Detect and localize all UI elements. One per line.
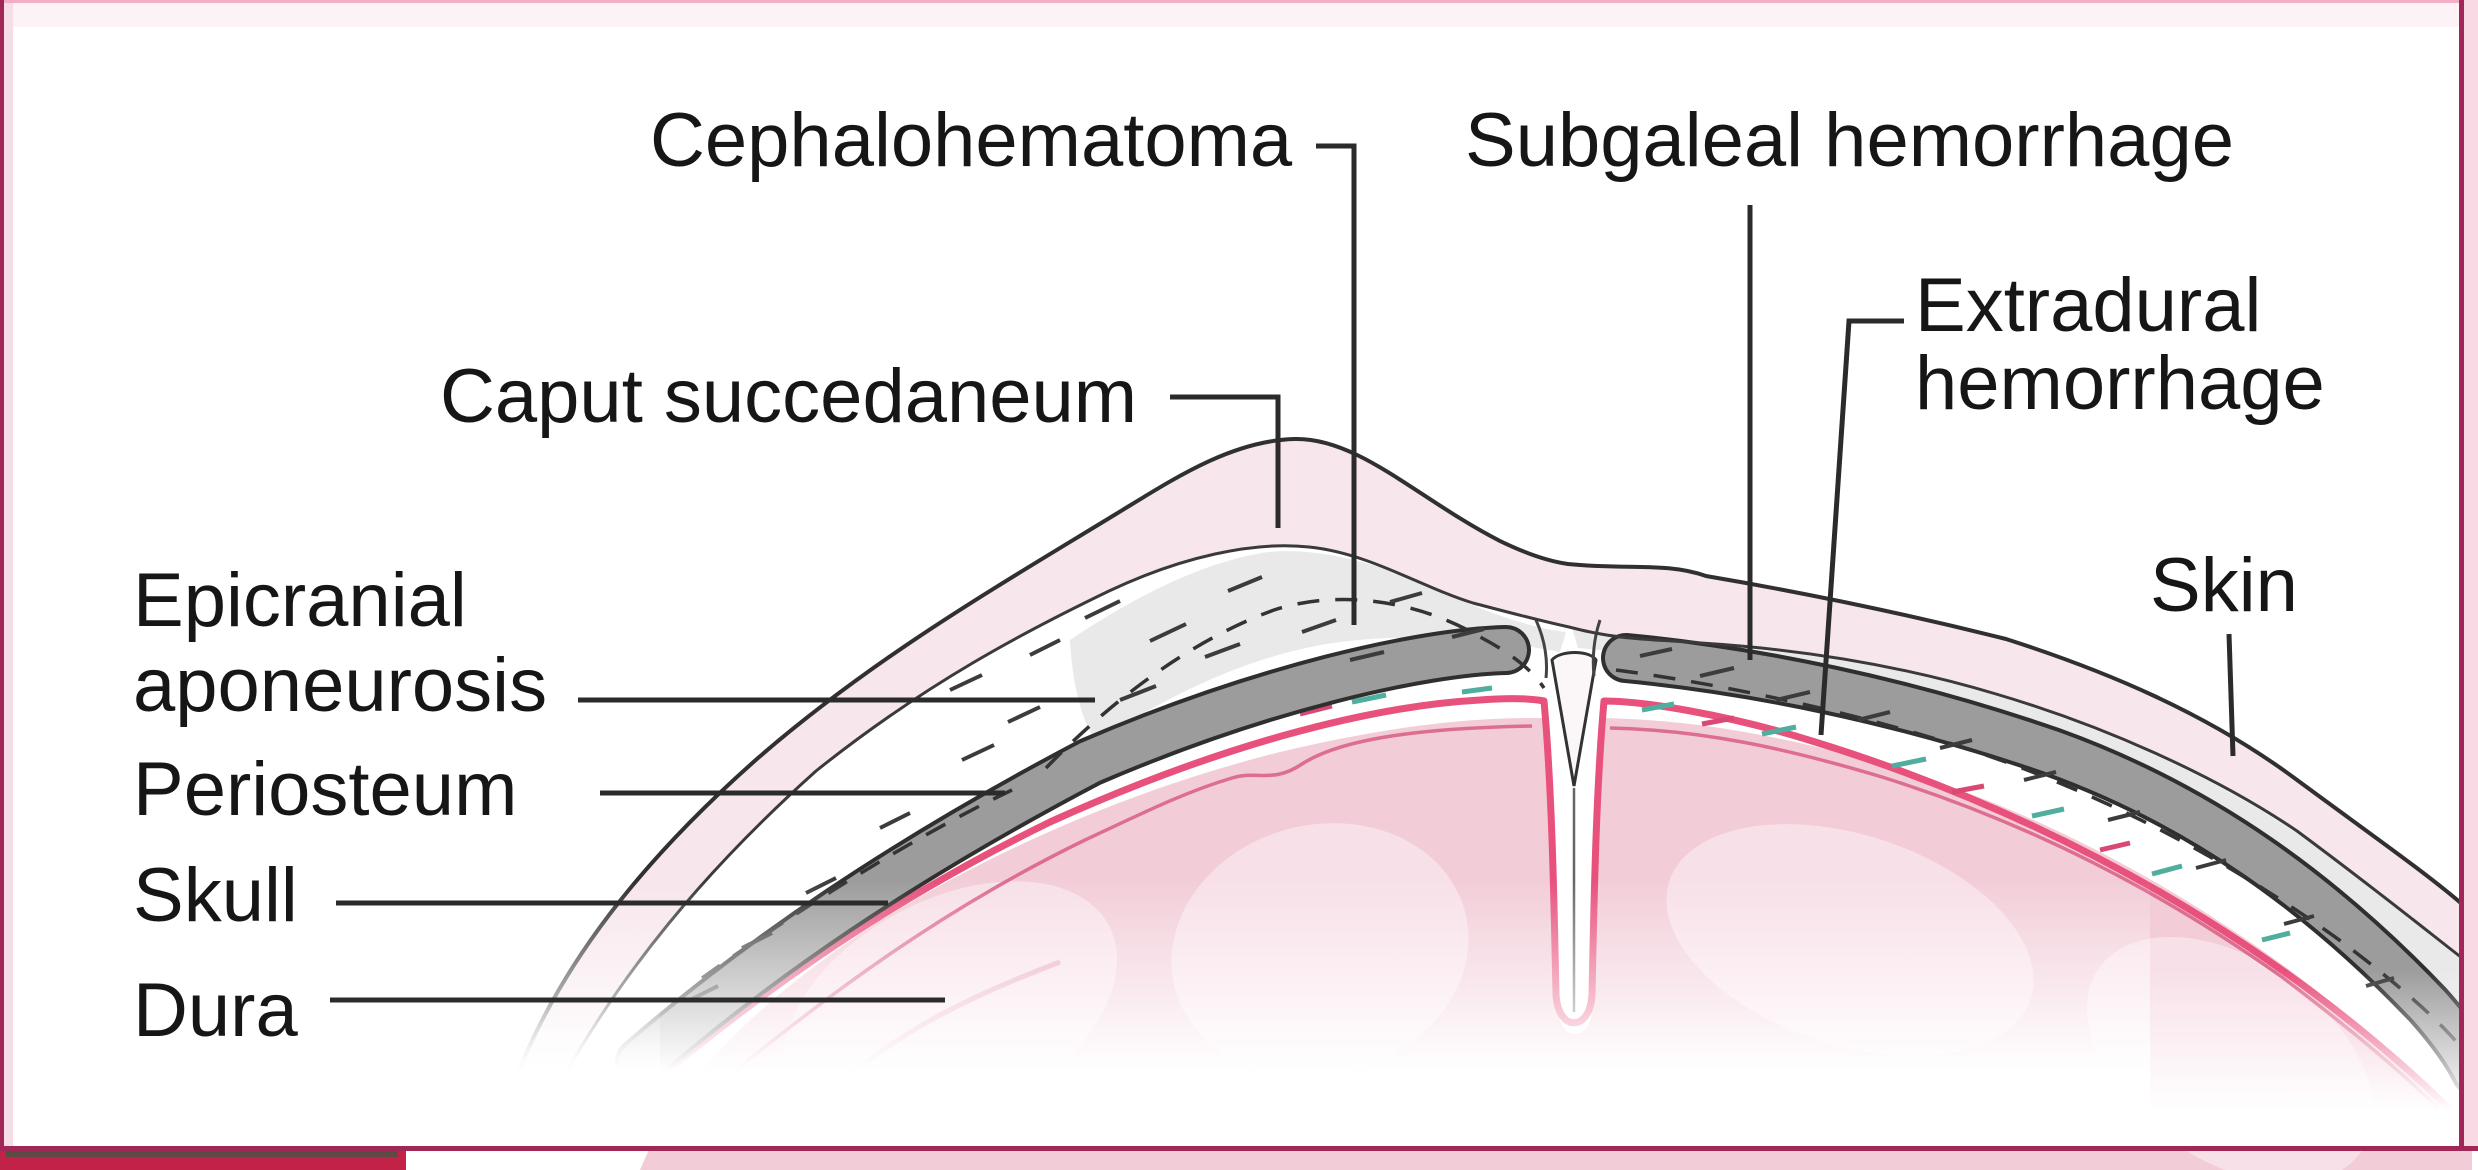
label-skull: Skull — [133, 853, 298, 938]
frame-right-tint — [2464, 0, 2478, 1148]
label-epicranial-aponeurosis: Epicranial aponeurosis — [133, 558, 548, 729]
sagittal-sinus — [1550, 651, 1598, 787]
accent-bar-edge — [6, 1151, 398, 1157]
frame-top-line — [0, 0, 2478, 3]
label-caput-succedaneum: Caput succedaneum — [440, 354, 1138, 439]
frame-left-tint — [4, 3, 13, 1146]
leader-cephalohematoma — [1316, 143, 1357, 625]
leader-extradural — [1818, 318, 1904, 736]
label-periosteum: Periosteum — [133, 747, 518, 832]
leader-skin — [2226, 633, 2236, 757]
skin-outline — [513, 436, 2464, 1081]
fade-bottom-right — [2150, 970, 2478, 1146]
label-skin: Skin — [2150, 543, 2298, 628]
frame-top-tint — [0, 3, 2478, 27]
cephalohematoma-region — [1070, 551, 1566, 742]
label-extradural-hemorrhage: Extradural hemorrhage — [1915, 263, 2325, 427]
leader-caput — [1170, 394, 1281, 528]
skin-layer — [515, 438, 2462, 1081]
label-cephalohematoma: Cephalohematoma — [650, 98, 1293, 183]
frame-right-border — [2459, 0, 2464, 1148]
leader-lines — [330, 143, 2236, 1003]
label-dura: Dura — [133, 968, 298, 1053]
frame-bottom-border — [0, 1146, 2478, 1151]
label-subgaleal-hemorrhage: Subgaleal hemorrhage — [1465, 98, 2234, 183]
suture-hook-left — [1534, 619, 1548, 679]
frame-left-border — [0, 0, 4, 1148]
fade-bottom-mid — [430, 880, 2150, 1146]
subgaleal-region — [1572, 628, 2462, 1025]
aponeurosis-outline — [560, 544, 2463, 1081]
fade-bottom-left — [400, 1000, 660, 1146]
suture-hook-right — [1591, 619, 1602, 677]
